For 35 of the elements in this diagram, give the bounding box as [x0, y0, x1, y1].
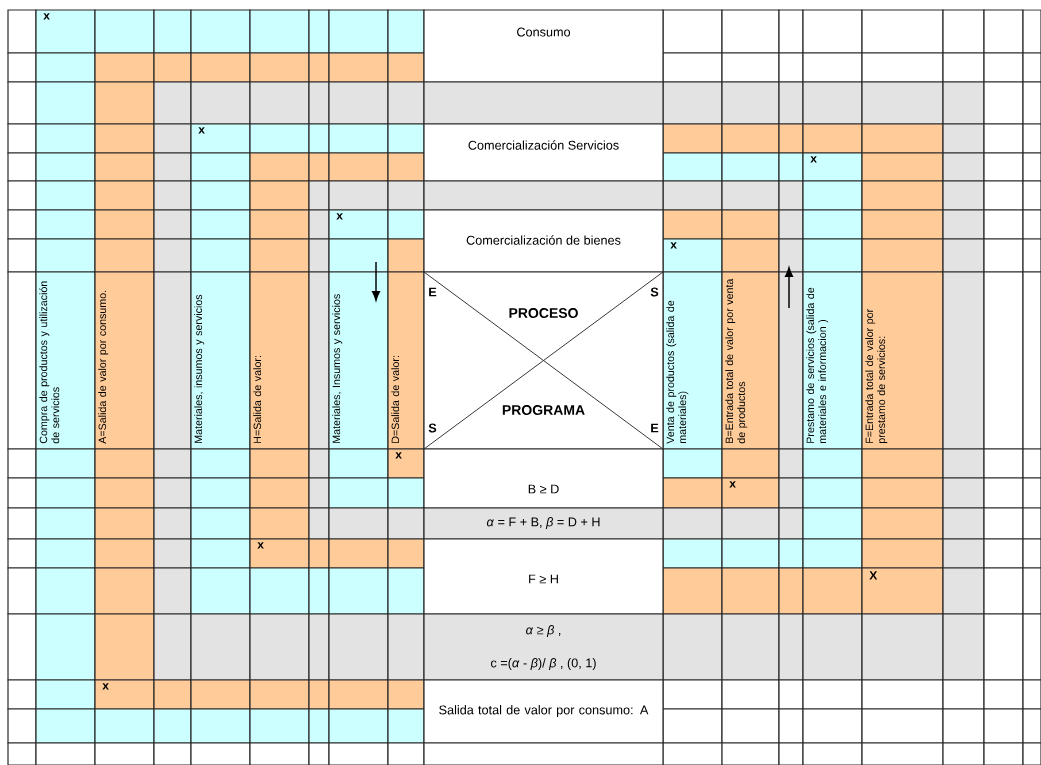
column-heading: B=Entrada total de valor por venta de productos	[725, 278, 748, 444]
column-heading: D=Salida de valor:	[391, 356, 400, 443]
column-heading: F=Entrada total de valor por prestamo de servicios:	[865, 309, 888, 444]
column-heading: Compra de productos y utilización de servicios	[39, 281, 60, 444]
x-mark: x	[395, 452, 402, 459]
row-heading: Consumo	[517, 27, 571, 37]
column-heading: Prestamo de servicios (salida de materiales e informacion )	[806, 287, 829, 444]
column-heading: H=Salida de valor:	[253, 356, 262, 443]
row-heading: Comercialización de bienes	[466, 235, 621, 245]
row-heading: F ≥ H	[529, 574, 558, 584]
x-mark: x	[43, 13, 50, 20]
column-heading: Materiales, insumos y servicios	[194, 294, 205, 443]
row-heading: B ≥ D	[528, 484, 559, 494]
x-mark: x	[670, 242, 677, 249]
x-mark: x	[729, 481, 736, 488]
corner-letter: S	[428, 423, 437, 433]
x-mark: x	[102, 683, 109, 690]
column-heading: Materiales, Insumos y servicios	[332, 294, 343, 443]
row-heading: α ≥ β ,	[526, 625, 561, 637]
x-mark: x	[810, 156, 817, 163]
x-mark: x	[198, 127, 205, 134]
row-heading: Comercialización Servicios	[468, 140, 619, 150]
corner-letter: E	[429, 287, 437, 297]
corner-letter: E	[651, 423, 659, 433]
x-mark: X	[869, 571, 878, 580]
column-heading: Venta de productos (salida de materiales)	[666, 300, 689, 444]
x-mark: x	[257, 542, 264, 549]
row-heading: c =(α - β)/ β , (0, 1)	[491, 658, 596, 670]
cell-title: PROCESO	[509, 308, 578, 318]
row-heading: α = F + B, β = D + H	[486, 517, 600, 529]
cell-title: PROGRAMA	[502, 405, 585, 415]
row-heading: Salida total de valor por consumo: A	[439, 705, 649, 717]
corner-letter: S	[650, 287, 659, 297]
x-mark: x	[336, 213, 343, 220]
column-heading: A=Salida de valor por consumo.	[98, 290, 109, 444]
